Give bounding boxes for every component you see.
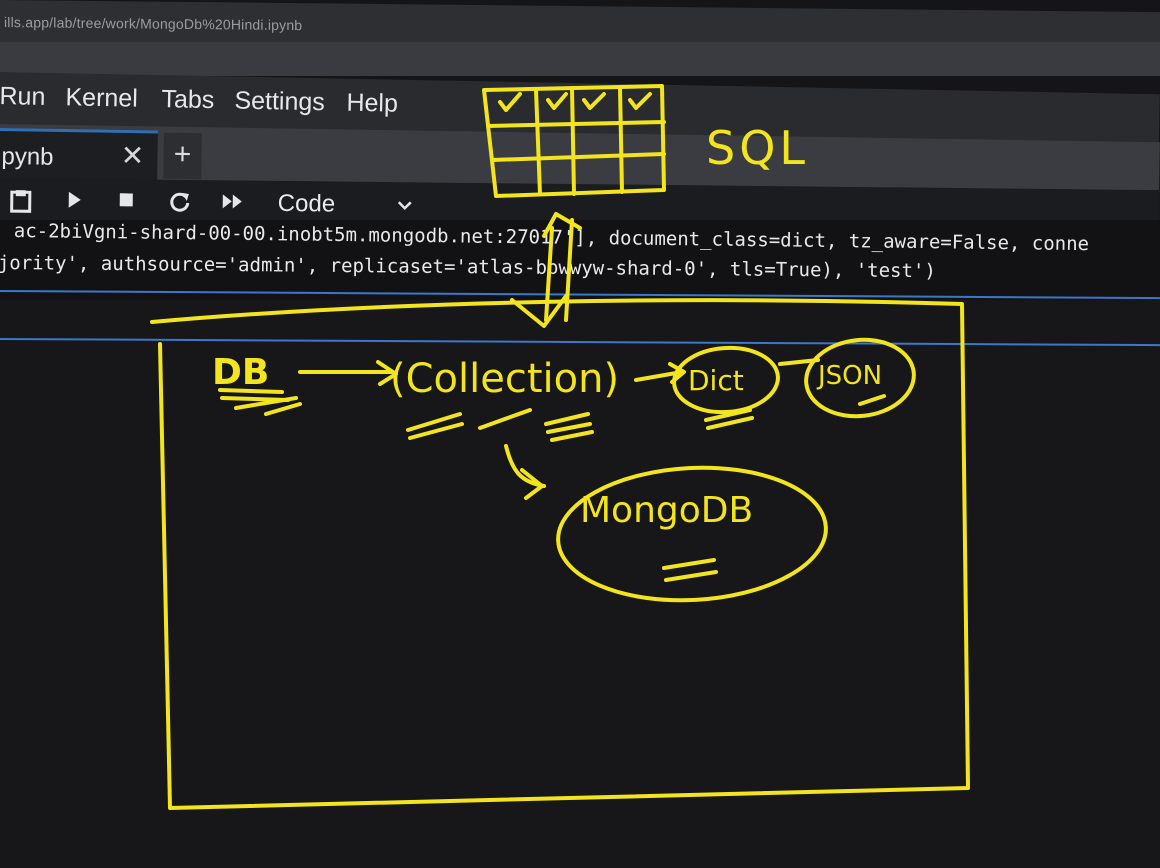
fast-forward-icon[interactable] xyxy=(218,186,248,220)
cell-type-select[interactable]: Code xyxy=(278,187,418,222)
mongodb-label: MongoDB xyxy=(580,490,753,531)
cell-output: ac-2biVgni-shard-00-00.inobt5m.mongodb.n… xyxy=(0,220,1160,300)
table-sketch-icon xyxy=(482,84,666,198)
dict-label: Dict xyxy=(688,364,744,397)
restart-icon[interactable] xyxy=(166,186,194,220)
json-label: JSON xyxy=(816,361,882,391)
run-icon[interactable] xyxy=(62,185,88,219)
chevron-down-icon xyxy=(395,188,413,232)
sql-label: SQL xyxy=(706,121,809,175)
save-icon[interactable] xyxy=(6,184,36,218)
stop-icon[interactable] xyxy=(113,185,139,219)
browser-chrome-strip xyxy=(0,42,1160,76)
notebook-toolbar: Code xyxy=(0,178,1160,237)
collection-label: (Collection) xyxy=(390,356,619,402)
db-label: DB xyxy=(212,352,269,393)
